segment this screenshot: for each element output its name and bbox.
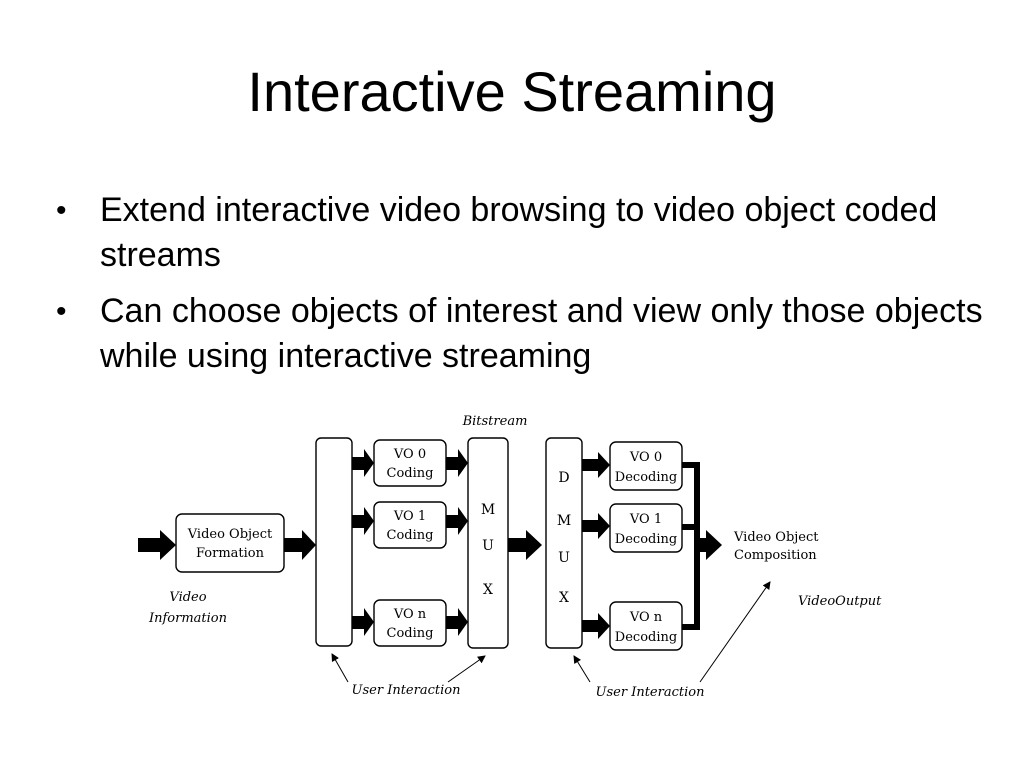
merge-bus-icon: [682, 462, 722, 630]
streaming-diagram: Bitstream Video Object Formation Video I…: [138, 414, 882, 700]
demux-letter-m: M: [557, 513, 571, 529]
decoder-vo1-line2: Decoding: [615, 532, 677, 547]
mux-box: M U X: [467, 437, 509, 649]
mux-letter-m: M: [481, 502, 495, 518]
bitstream-label: Bitstream: [462, 414, 528, 429]
demux-box: D M U X: [545, 437, 583, 649]
encoder-von-line2: Coding: [387, 626, 434, 641]
mux-letter-x: X: [483, 582, 493, 598]
encoder-vo0-line1: VO 0: [393, 447, 426, 462]
decoder-box-von: VO n Decoding: [609, 601, 683, 651]
encoder-vo1-line1: VO 1: [393, 509, 426, 524]
encoder-box-von: VO n Coding: [373, 599, 447, 647]
video-information-line2: Information: [148, 611, 227, 626]
formation-line2: Formation: [196, 546, 265, 561]
bullet-item: • Extend interactive video browsing to v…: [56, 188, 986, 278]
mux-letter-u: U: [482, 538, 494, 554]
decoder-box-vo1: VO 1 Decoding: [609, 503, 683, 553]
decoder-vo0-line2: Decoding: [615, 470, 677, 485]
bullet-list: • Extend interactive video browsing to v…: [56, 188, 986, 390]
demux-letter-d: D: [558, 470, 569, 486]
encoder-vo0-line2: Coding: [387, 466, 434, 481]
encoder-von-line1: VO n: [393, 607, 427, 622]
demux-letter-x: X: [559, 590, 569, 606]
video-information-line1: Video: [169, 590, 206, 605]
object-splitter-box: [315, 437, 353, 647]
demux-letter-u: U: [558, 550, 570, 566]
bullet-item: • Can choose objects of interest and vie…: [56, 289, 986, 379]
decoder-vo0-line1: VO 0: [629, 450, 662, 465]
output-pointer-icon: [699, 581, 771, 683]
video-object-formation-box: Video Object Formation: [175, 513, 285, 573]
bullet-dot-icon: •: [56, 295, 67, 328]
arrow-mux-to-demux-icon: [508, 530, 542, 560]
video-output-label: VideoOutput: [798, 594, 882, 609]
arrows-to-mux-icon: [446, 449, 468, 636]
encoder-vo1-line2: Coding: [387, 528, 434, 543]
decoder-box-vo0: VO 0 Decoding: [609, 441, 683, 491]
composition-line1: Video Object: [733, 530, 819, 545]
encoder-box-vo1: VO 1 Coding: [373, 501, 447, 549]
user-interaction-arrow-right-icon: [573, 655, 591, 683]
bullet-text: Extend interactive video browsing to vid…: [100, 191, 938, 274]
user-interaction-label-left: User Interaction: [352, 683, 461, 698]
decoder-von-line2: Decoding: [615, 630, 677, 645]
formation-line1: Video Object: [187, 527, 273, 542]
arrows-to-encoders-icon: [352, 449, 374, 636]
arrows-to-decoders-icon: [582, 452, 610, 639]
encoder-box-vo0: VO 0 Coding: [373, 439, 447, 487]
slide-title: Interactive Streaming: [247, 60, 777, 123]
user-interaction-arrow-left-a-icon: [331, 653, 349, 683]
decoder-vo1-line1: VO 1: [629, 512, 662, 527]
composition-line2: Composition: [734, 548, 817, 563]
decoder-von-line1: VO n: [629, 610, 663, 625]
bullet-dot-icon: •: [56, 194, 67, 227]
user-interaction-label-right: User Interaction: [596, 685, 705, 700]
input-arrow-icon: [138, 530, 176, 560]
bullet-text: Can choose objects of interest and view …: [100, 292, 983, 375]
user-interaction-arrow-left-b-icon: [447, 655, 486, 683]
arrow-formation-to-splitter-icon: [284, 530, 316, 560]
